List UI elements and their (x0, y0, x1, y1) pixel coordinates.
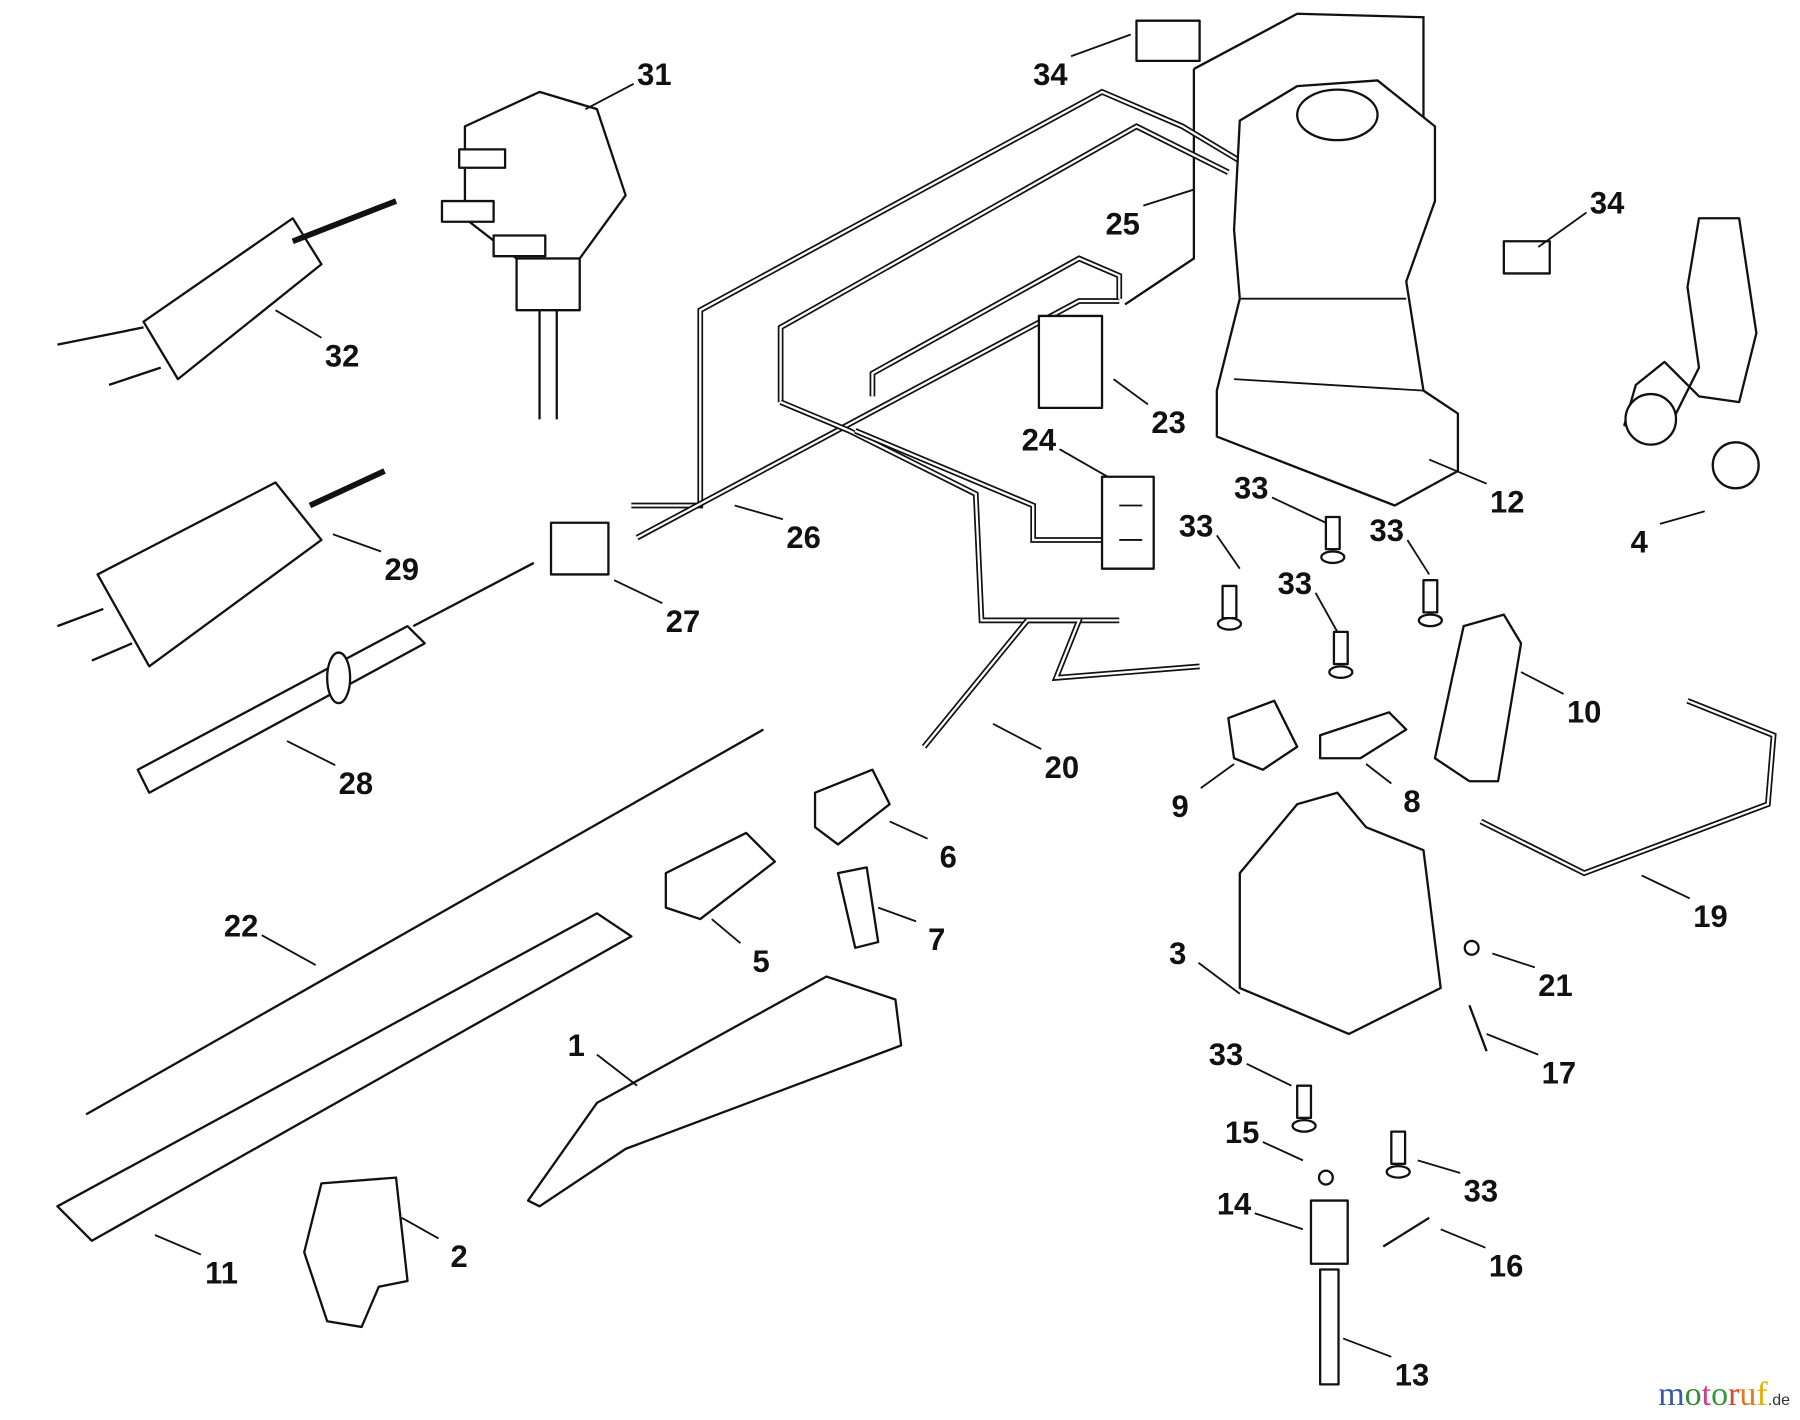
part-label-13: 13 (1395, 1358, 1429, 1393)
leader-line (1428, 458, 1487, 485)
watermark-letter: o (1684, 1376, 1702, 1413)
leader-line (711, 918, 742, 944)
part-label-8: 8 (1403, 784, 1420, 819)
leader-line (596, 1053, 638, 1087)
leader-line (1342, 1337, 1392, 1358)
part-label-11: 11 (205, 1255, 238, 1290)
leader-line (585, 83, 635, 110)
leader-line (1271, 496, 1327, 524)
leader-line (1197, 962, 1241, 995)
leader-line (1314, 592, 1339, 633)
leader-line (1659, 510, 1705, 525)
part-label-33: 33 (1209, 1037, 1243, 1072)
leader-line (1365, 763, 1392, 785)
leader-line (275, 309, 322, 339)
leader-line (734, 504, 784, 521)
leader-line (1406, 539, 1430, 575)
part-label-29: 29 (385, 552, 419, 587)
part-label-26: 26 (786, 520, 820, 555)
part-label-34: 34 (1033, 57, 1068, 92)
leader-line (1112, 378, 1149, 406)
leader-line (1254, 1212, 1304, 1231)
leader-line (1641, 874, 1691, 900)
part-label-33: 33 (1464, 1174, 1498, 1209)
watermark-suffix: .de (1767, 1392, 1790, 1409)
part-label-23: 23 (1151, 405, 1185, 440)
watermark-letter: o (1711, 1376, 1729, 1413)
part-label-5: 5 (752, 944, 769, 979)
part-label-24: 24 (1022, 422, 1057, 457)
part-label-6: 6 (940, 839, 957, 874)
part-label-34: 34 (1590, 186, 1625, 221)
part-label-33: 33 (1234, 471, 1268, 506)
watermark-letter: u (1739, 1376, 1757, 1413)
leader-line (1537, 211, 1588, 248)
leader-line (332, 533, 382, 553)
leader-line (1417, 1159, 1461, 1174)
leader-line (889, 820, 928, 840)
wiring (85, 12, 1777, 1116)
part-label-32: 32 (325, 338, 359, 373)
leader-line (1143, 188, 1195, 207)
parts (56, 19, 1760, 1386)
leader-line (1492, 952, 1536, 969)
part-label-33: 33 (1369, 513, 1403, 548)
leader-line (1216, 534, 1241, 570)
part-label-17: 17 (1542, 1055, 1576, 1090)
part-label-28: 28 (339, 766, 373, 801)
part-label-4: 4 (1631, 525, 1649, 560)
leader-line (1246, 1063, 1292, 1087)
watermark-logo: motoruf.de (1658, 1376, 1790, 1414)
leader-line (154, 1234, 202, 1256)
watermark-letter: f (1756, 1376, 1768, 1413)
part-label-7: 7 (928, 922, 945, 957)
part-label-15: 15 (1225, 1115, 1259, 1150)
part-label-19: 19 (1693, 899, 1727, 934)
watermark-letter: m (1658, 1376, 1685, 1413)
leader-line (992, 722, 1042, 750)
leader-line (1200, 763, 1235, 789)
part-label-12: 12 (1490, 484, 1524, 519)
part-label-10: 10 (1567, 695, 1601, 730)
leader-line (286, 740, 336, 766)
part-label-3: 3 (1169, 936, 1186, 971)
part-label-1: 1 (568, 1028, 585, 1063)
leader-line (877, 906, 917, 923)
leader-line (1059, 448, 1109, 478)
part-label-22: 22 (224, 908, 258, 943)
part-label-27: 27 (666, 604, 700, 639)
part-label-33: 33 (1179, 509, 1213, 544)
leader-line (1486, 1033, 1539, 1056)
leader-line (1070, 33, 1132, 58)
part-label-2: 2 (451, 1239, 468, 1274)
part-label-16: 16 (1489, 1248, 1523, 1283)
leader-line (1262, 1141, 1304, 1162)
part-label-33: 33 (1278, 566, 1312, 601)
part-label-25: 25 (1105, 206, 1139, 241)
leader-line (1520, 671, 1564, 695)
part-label-9: 9 (1171, 789, 1188, 824)
leader-line (401, 1216, 439, 1240)
part-label-31: 31 (637, 57, 671, 92)
leader-line (1440, 1228, 1486, 1249)
part-label-21: 21 (1538, 968, 1572, 1003)
part-label-20: 20 (1045, 750, 1079, 785)
leader-line (613, 579, 663, 604)
leader-line (261, 934, 317, 966)
watermark-letter: r (1728, 1376, 1740, 1413)
part-label-14: 14 (1217, 1186, 1252, 1221)
watermark-letter: t (1701, 1376, 1712, 1413)
